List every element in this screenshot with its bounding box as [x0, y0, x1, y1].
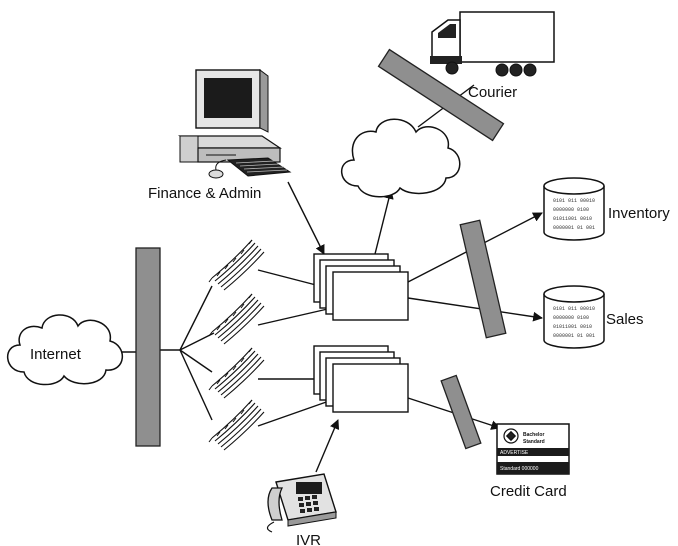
edge-ivr-server [315, 419, 340, 473]
truck-icon [430, 11, 555, 77]
modem-bank-icon-4 [208, 399, 265, 451]
credit-card-icon: Bachelor Standard ADVERTISE Standard 000… [496, 423, 570, 475]
edge-fan-modem-3 [179, 349, 213, 373]
internet-label: Internet [30, 346, 82, 363]
edge-server-cloud [374, 189, 394, 255]
svg-text:0000000 0100: 0000000 0100 [553, 315, 589, 321]
courier-label: Courier [468, 84, 517, 101]
firewall-main-bar [135, 247, 161, 447]
card-line2-text: Standard 000000 [500, 466, 539, 472]
svg-text:0000001 01 001: 0000001 01 001 [553, 333, 595, 339]
edge-finance-server [287, 181, 325, 255]
ivr-label: IVR [296, 532, 321, 546]
inventory-label: Inventory [608, 205, 670, 222]
edge-modem1-server [257, 269, 317, 286]
modem-bank-icon-3 [208, 347, 265, 399]
firewall-card-bar [440, 374, 482, 450]
sales-label: Sales [606, 311, 644, 328]
firewall-db-bar [459, 219, 507, 339]
finance-admin-label: Finance & Admin [148, 185, 261, 202]
edge-server-sales [407, 297, 543, 322]
telephone-icon [266, 473, 337, 533]
edge-modem4-server [257, 399, 333, 427]
firewall-courier-bar [377, 48, 505, 142]
edge-fan-modem-1 [179, 285, 213, 351]
svg-text:0101 011 00010: 0101 011 00010 [553, 198, 595, 204]
svg-text:0101 011 00010: 0101 011 00010 [553, 306, 595, 312]
edge-fan-modem-4 [179, 349, 213, 421]
credit-card-label: Credit Card [490, 483, 567, 500]
svg-text:0000001 01 001: 0000001 01 001 [553, 225, 595, 231]
wan-cloud-icon [340, 118, 461, 198]
internet-cloud-icon [6, 314, 124, 386]
card-brand-text: Bachelor [523, 432, 544, 438]
desktop-computer-icon [178, 69, 292, 179]
card-line1-text: ADVERTISE [500, 450, 529, 456]
card-brand2-text: Standard [523, 439, 545, 445]
database-icon-inventory: 0101 011 00010 0000000 0100 01011001 001… [543, 177, 605, 241]
svg-text:01011001 0010: 01011001 0010 [553, 216, 592, 222]
server-stack-icon-upper [313, 253, 409, 321]
svg-text:01011001 0010: 01011001 0010 [553, 324, 592, 330]
svg-text:0000000 0100: 0000000 0100 [553, 207, 589, 213]
server-stack-icon-lower [313, 345, 409, 413]
edge-modem2-server [257, 307, 333, 326]
edge-fan-modem-2 [179, 332, 215, 351]
database-icon-sales: 0101 011 00010 0000000 0100 01011001 001… [543, 285, 605, 349]
modem-bank-icon-1 [208, 239, 265, 291]
modem-bank-icon-2 [208, 293, 265, 345]
